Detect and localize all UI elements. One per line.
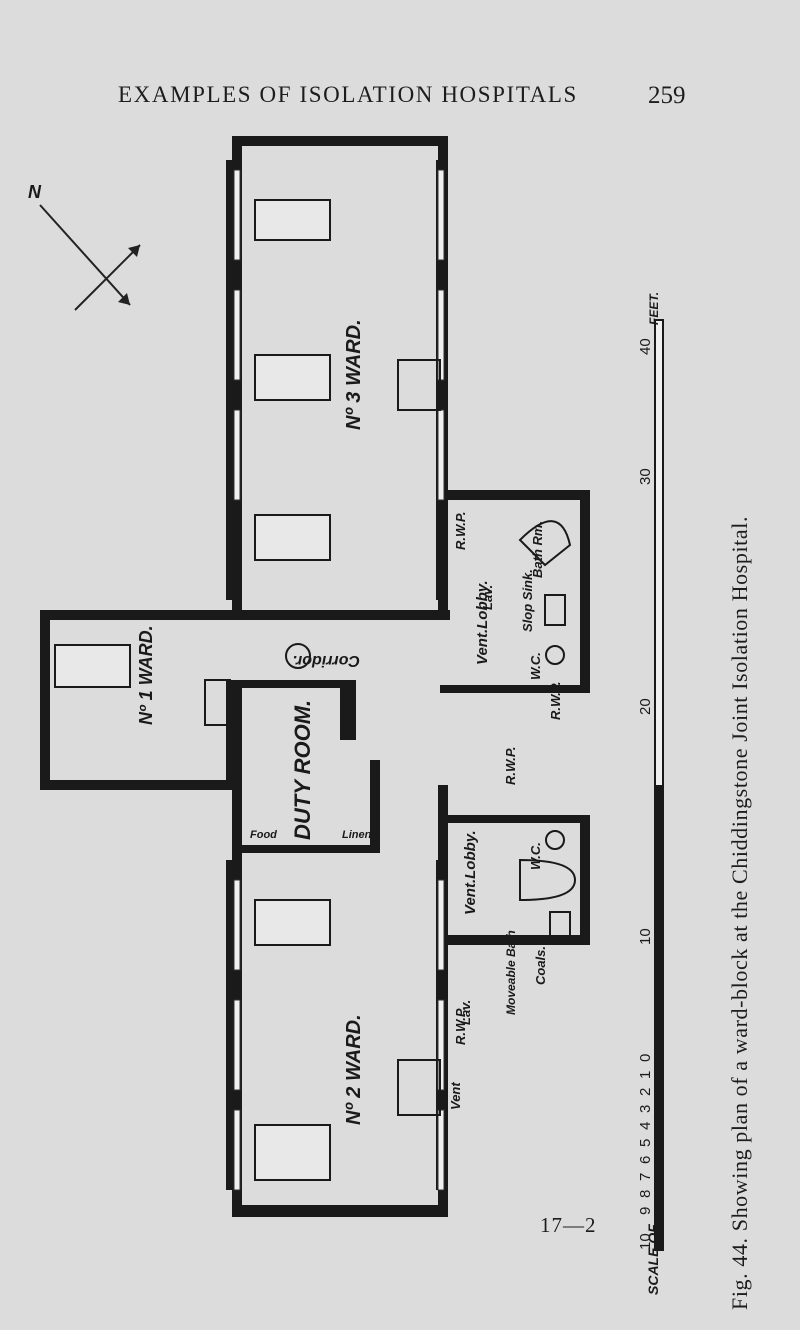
bed — [254, 354, 331, 401]
vent-lobby-label: Vent.Lobby. — [462, 830, 479, 915]
linen-label: Linen — [342, 829, 372, 841]
rwp-label: R.W.P. — [548, 681, 563, 720]
rwp-label: R.W.P. — [223, 521, 238, 560]
scale-tick: 10 — [637, 928, 654, 945]
scale-tick: 7 — [637, 1173, 654, 1181]
scale-tick: 30 — [637, 468, 654, 485]
lav-label: Lav. — [458, 1000, 473, 1025]
scale-label: SCALE OF — [645, 1224, 661, 1295]
scale-tick: 3 — [637, 1105, 654, 1113]
arrow-icon — [118, 293, 130, 305]
scale-unit: FEET. — [647, 292, 661, 325]
fireplaces — [204, 359, 441, 1116]
page-header: EXAMPLES OF ISOLATION HOSPITALS 259 — [0, 82, 800, 122]
plan-labels: Nº 3 WARD. Nº 2 WARD. Nº 1 WARD. DUTY RO… — [136, 319, 563, 1125]
ward-3-label: Nº 3 WARD. — [343, 319, 365, 430]
corridor-label: Corridor. — [292, 652, 360, 669]
sanitary-fittings — [518, 520, 577, 941]
ward-1-label: Nº 1 WARD. — [136, 625, 156, 725]
bed — [254, 1124, 331, 1181]
ward-2-label: Nº 2 WARD. — [343, 1014, 365, 1125]
bed — [54, 644, 131, 688]
lav-label: Lav. — [480, 585, 495, 610]
scale-tick: 9 — [637, 1207, 654, 1215]
duty-room-label: DUTY ROOM. — [290, 700, 315, 840]
compass-rose: N — [28, 182, 141, 311]
scale-tick: 5 — [637, 1139, 654, 1147]
food-label: Food — [250, 829, 277, 841]
scale-tick: 8 — [637, 1190, 654, 1198]
slop-sink-label: Slop Sink. — [520, 569, 535, 632]
stove-icon — [285, 643, 311, 669]
bed — [254, 899, 331, 946]
rwp-label: R.W.P. — [503, 746, 518, 785]
rwp-label: R.W.P. — [453, 1006, 468, 1045]
figure-caption: Fig. 44. Showing plan of a ward-block at… — [727, 515, 752, 1310]
scale-tick: 10 — [637, 1233, 654, 1250]
windows — [233, 169, 445, 1191]
beds — [54, 199, 331, 1181]
scale-bar: SCALE OF 10 9 8 7 6 5 4 3 2 1 0 10 20 30… — [637, 292, 664, 1295]
scale-tick: 20 — [637, 698, 654, 715]
bath-room-label: Bath Rm. — [530, 521, 545, 578]
running-title: EXAMPLES OF ISOLATION HOSPITALS — [118, 82, 578, 107]
moveable-bath-label: Moveable Bath — [504, 930, 518, 1015]
rwp-label: R.W.P. — [453, 511, 468, 550]
vent-label: Vent — [448, 1082, 463, 1110]
north-label: N — [28, 182, 42, 202]
wc-label: W.C. — [528, 842, 543, 870]
bed — [254, 199, 331, 241]
scale-tick: 2 — [637, 1088, 654, 1096]
scale-tick: 6 — [637, 1156, 654, 1164]
scale-tick: 1 — [637, 1071, 654, 1079]
coals-label: Coals. — [533, 946, 548, 985]
scale-tick: 4 — [637, 1122, 654, 1130]
wc-label: W.C. — [528, 652, 543, 680]
scale-tick: 0 — [637, 1054, 654, 1062]
signature-mark: 17—2 — [540, 1213, 597, 1237]
scale-tick: 40 — [637, 338, 654, 355]
arrow-icon — [128, 245, 140, 257]
vent-lobby-label: Vent.Lobby. — [474, 580, 491, 665]
page-number: 259 — [648, 82, 686, 109]
bed — [254, 514, 331, 561]
